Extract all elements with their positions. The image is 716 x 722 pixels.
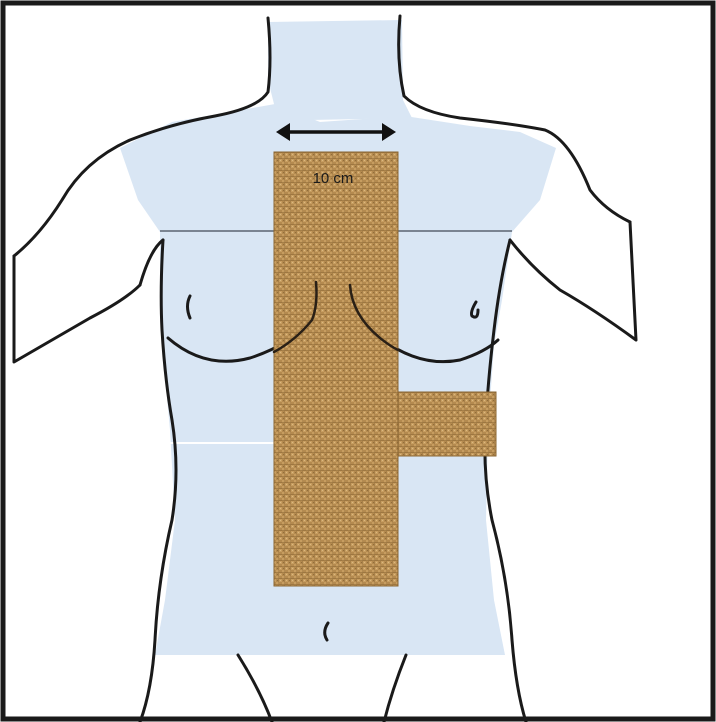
measurement-label: 10 cm [313, 170, 354, 187]
lateral-fabric-strip [398, 392, 496, 456]
vertical-fabric-strip [274, 152, 398, 586]
